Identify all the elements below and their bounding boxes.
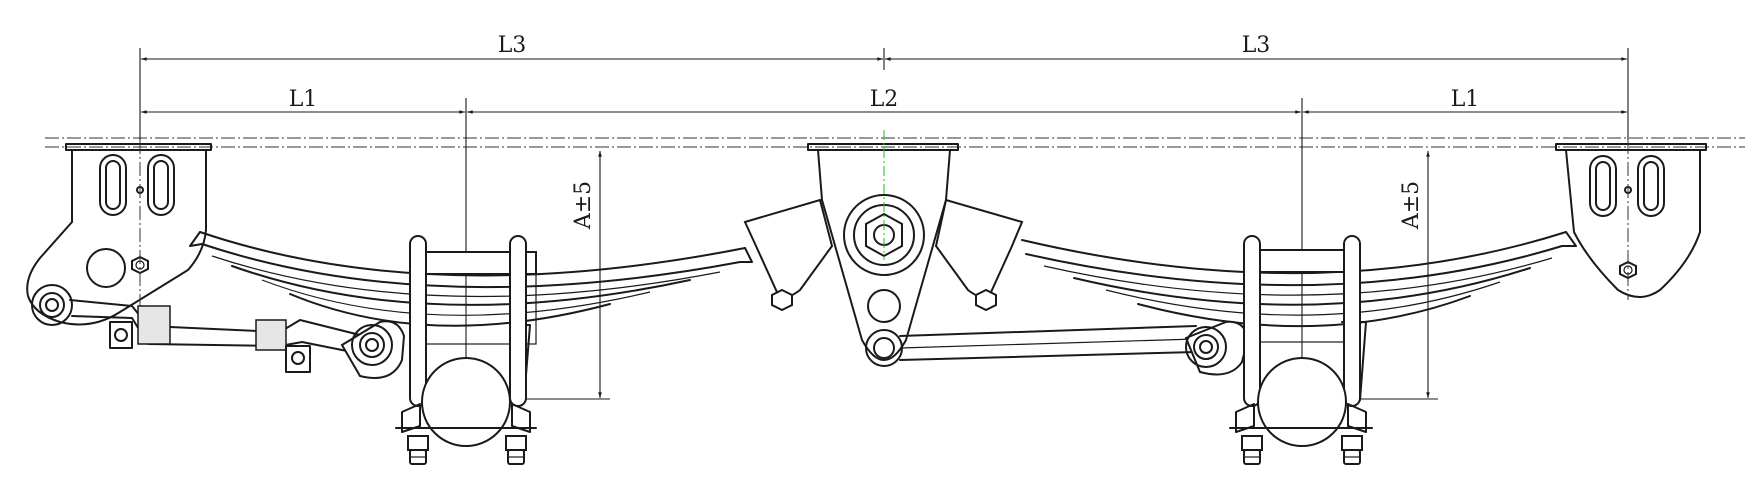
- rear-hanger-right: [1555, 140, 1707, 300]
- dim-label-height-left: A±5: [571, 181, 596, 230]
- dim-label-l3-left: L3: [498, 33, 527, 58]
- axle-assembly-left: [395, 235, 537, 465]
- dim-label-l1-right: L1: [1451, 87, 1480, 112]
- torque-rod-center: [899, 325, 1197, 361]
- leaf-spring-right: [1021, 231, 1577, 328]
- front-hanger-left: [26, 140, 212, 330]
- dimension-height-left: A±5: [520, 150, 610, 400]
- dim-label-height-right: A±5: [1399, 181, 1424, 230]
- dimension-height-right: A±5: [1355, 150, 1438, 400]
- dimension-row-l3: L3 L3: [139, 33, 1629, 140]
- equalizer-right: [1184, 320, 1367, 401]
- frame-rail: [45, 137, 1745, 148]
- center-hanger: [743, 130, 1024, 367]
- axle-assembly-right: [1229, 235, 1373, 465]
- dim-label-l3-right: L3: [1242, 33, 1271, 58]
- leaf-spring-left: [189, 231, 753, 327]
- dimension-row-l1-l2: L1 L2 L1: [140, 87, 1628, 400]
- torque-rod-left: [69, 299, 373, 373]
- dim-label-l1-left: L1: [289, 87, 318, 112]
- dim-label-l2: L2: [870, 87, 899, 112]
